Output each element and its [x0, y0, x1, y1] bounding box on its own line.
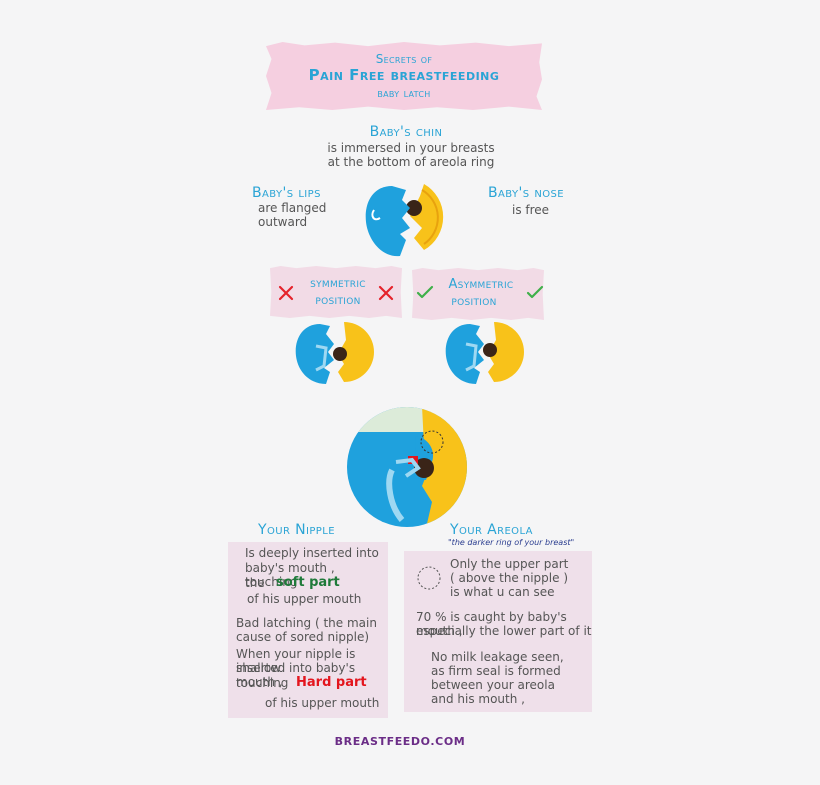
hard-part-label: Hard part — [296, 675, 367, 690]
chin-line2: at the bottom of areola ring — [327, 155, 495, 169]
baby-latch-icon — [365, 184, 444, 257]
lips-line1: are flanged — [258, 201, 327, 215]
nipple-p1-line4: of his upper mouth — [247, 592, 362, 606]
nose-line1: is free — [512, 203, 550, 217]
check-mark-icon — [416, 285, 434, 299]
header-line1: Secrets of — [375, 52, 433, 66]
soft-part-label: soft part — [276, 575, 340, 590]
nipple-p2-line4: inserted into baby's mouth , — [236, 661, 356, 689]
check-mark-icon — [526, 285, 544, 299]
latch-cross-section — [347, 407, 467, 527]
lips-line2: outward — [258, 215, 308, 229]
symmetric-banner — [270, 266, 402, 318]
header-line3: baby latch — [377, 86, 431, 100]
lips-title: Baby's lips — [252, 185, 321, 201]
header-banner — [266, 42, 542, 110]
dashed-circle-icon — [417, 566, 441, 590]
nipple-p2-line3: When your nipple is shallow — [236, 647, 356, 675]
nipple-p2-touching: touching — [236, 676, 289, 690]
areola-title: Your Areola — [450, 522, 533, 538]
chin-line1: is immersed in your breasts — [327, 141, 495, 155]
nipple-p1-line2: baby's mouth , touching — [245, 561, 335, 589]
symmetric-line2: position — [315, 293, 361, 308]
areola-subtitle: "the darker ring of your breast" — [448, 538, 575, 547]
asymmetric-banner — [412, 268, 544, 320]
nipple-panel — [228, 542, 388, 718]
chin-title: Baby's chin — [369, 124, 443, 140]
asymmetric-line1: Asymmetric — [448, 277, 514, 292]
areola-panel — [404, 551, 592, 712]
areola-p1-line2: ( above the nipple ) — [450, 571, 569, 585]
nipple-title: Your Nipple — [258, 522, 335, 538]
areola-p3-line3: between your areola — [431, 678, 555, 692]
symmetric-line1: symmetric — [310, 276, 366, 291]
asymmetric-line2: position — [451, 294, 497, 309]
areola-p1-line3: is what u can see — [450, 585, 555, 599]
nipple-p1-the: the — [245, 576, 265, 590]
baby-latch-icon — [295, 322, 374, 384]
brand-logo[interactable]: BREASTFEEDO.COM — [334, 735, 466, 748]
nose-title: Baby's nose — [488, 185, 564, 201]
nipple-p2-line6: of his upper mouth — [265, 696, 380, 710]
x-mark-icon — [378, 285, 394, 301]
nipple-p2-line2: cause of sored nipple) — [236, 630, 370, 644]
header-title: Pain Free breastfeeding — [308, 66, 500, 84]
x-mark-icon — [278, 285, 294, 301]
areola-p3-line2: as firm seal is formed — [431, 664, 561, 678]
baby-latch-icon — [445, 322, 524, 384]
areola-p1-line1: Only the upper part — [450, 557, 569, 571]
nipple-p1-line1: Is deeply inserted into — [245, 546, 379, 560]
areola-p2-line2: especially the lower part of it — [416, 624, 592, 638]
areola-p3-line4: and his mouth , — [431, 692, 525, 706]
areola-p2-line1: 70 % is caught by baby's mouth , — [416, 610, 567, 638]
nipple-p2-line1: Bad latching ( the main — [236, 616, 377, 630]
areola-p3-line1: No milk leakage seen, — [431, 650, 564, 664]
